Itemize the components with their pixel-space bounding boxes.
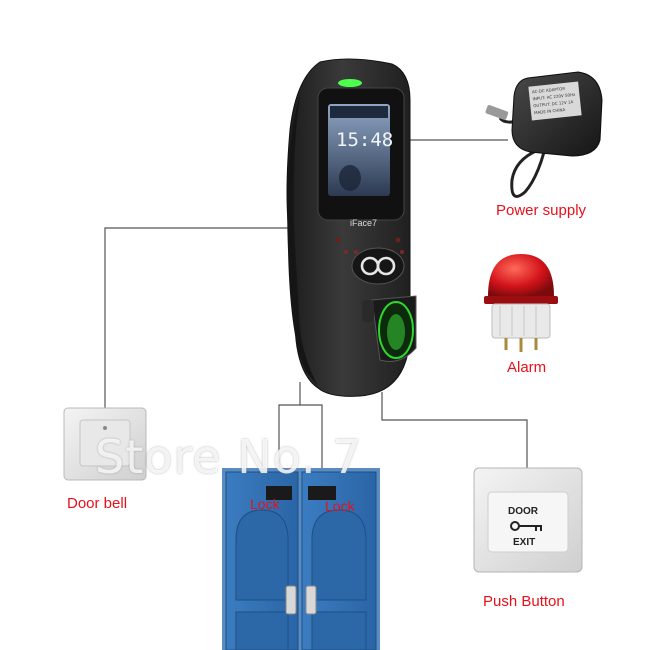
- screen-clock: 15:48: [336, 129, 393, 151]
- sensor-left: [335, 237, 341, 243]
- label-alarm: Alarm: [507, 359, 547, 376]
- double-door: [222, 468, 380, 650]
- key-dot: [354, 250, 358, 254]
- alarm-pins: [504, 338, 538, 352]
- alarm-base-ring: [484, 296, 558, 304]
- brand-logo-text: iFace7: [350, 218, 377, 228]
- alarm-base: [491, 303, 551, 339]
- screen-face-silhouette: [339, 165, 361, 191]
- door-handle-left[interactable]: [285, 585, 297, 615]
- wires: [104, 139, 528, 492]
- door-bell: [63, 407, 147, 481]
- door-panel-arch: [235, 509, 289, 601]
- finger-rest-left: [362, 300, 374, 322]
- door-handle-right[interactable]: [305, 585, 317, 615]
- wire-lock-right: [300, 404, 323, 492]
- label-lock-right: Lock: [325, 498, 355, 514]
- wire-lock-left: [278, 382, 301, 492]
- adapter-label-line: MADE IN CHINA: [534, 107, 566, 115]
- label-power-supply: Power supply: [496, 202, 587, 219]
- key-dot: [400, 250, 404, 254]
- adapter-label-plate: [528, 81, 582, 121]
- adapter-label-line: AC-DC ADAPTOR: [532, 86, 566, 94]
- status-led-icon: [338, 79, 362, 87]
- lock-box-right: [308, 486, 336, 500]
- screen-top-bar: [330, 106, 388, 118]
- adapter-label-line: OUTPUT: DC 12V 1A: [533, 99, 574, 108]
- terminal-side: [287, 95, 318, 386]
- door-bell-indicator-icon: [103, 426, 107, 430]
- label-push-button: Push Button: [483, 593, 565, 610]
- door-bell-button[interactable]: [79, 419, 131, 467]
- power-adapter: AC-DC ADAPTOR INPUT: AC 220V 50Hz OUTPUT…: [485, 71, 603, 198]
- infinity-icon: [360, 256, 396, 276]
- wire-push-button: [381, 392, 528, 468]
- exit-push-button: DOOR EXIT: [473, 467, 583, 573]
- exit-button-face[interactable]: [487, 491, 569, 553]
- exit-text-exit: EXIT: [513, 537, 535, 548]
- door-panel-low: [311, 611, 367, 650]
- wire-door-bell: [104, 227, 290, 418]
- access-terminal: 15:48 iFace7: [286, 58, 417, 397]
- label-door-bell: Door bell: [67, 495, 128, 512]
- alarm-beacon: [484, 254, 558, 352]
- door-panel-arch: [311, 509, 367, 601]
- key-dot: [344, 250, 348, 254]
- adapter-label-line: INPUT: AC 220V 50Hz: [532, 92, 575, 101]
- label-lock-left: Lock: [250, 496, 280, 512]
- fingerprint-glow: [387, 314, 405, 350]
- sensor-right: [395, 237, 401, 243]
- door-panel-low: [235, 611, 289, 650]
- key-icon: [510, 521, 542, 531]
- exit-text-door: DOOR: [508, 506, 539, 517]
- adapter-label-text: AC-DC ADAPTOR INPUT: AC 220V 50Hz OUTPUT…: [532, 86, 576, 115]
- alarm-dome: [488, 254, 554, 296]
- adapter-plug-tip: [485, 105, 509, 120]
- lock-box-left: [266, 486, 292, 500]
